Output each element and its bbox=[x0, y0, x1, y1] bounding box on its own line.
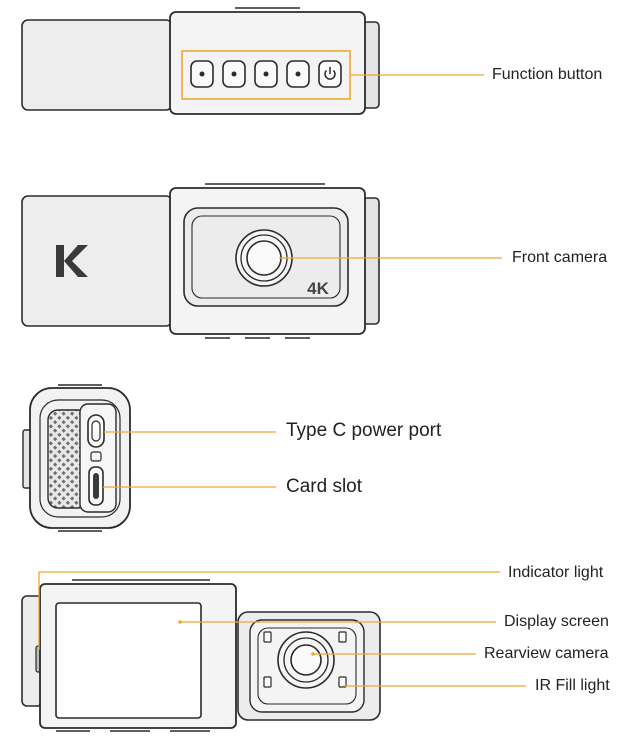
dot-icon bbox=[231, 71, 237, 77]
label-display-screen: Display screen bbox=[504, 613, 609, 630]
label-ir-fill-light: IR Fill light bbox=[535, 677, 610, 694]
dot-icon bbox=[199, 71, 205, 77]
label-front-camera: Front camera bbox=[512, 249, 608, 266]
ir-fill-light-1 bbox=[263, 631, 272, 643]
type-c-port bbox=[87, 414, 105, 448]
top-mount-body bbox=[21, 19, 173, 111]
rear-view bbox=[21, 571, 526, 732]
resolution-badge: 4K bbox=[307, 279, 329, 298]
label-type-c-port: Type C power port bbox=[286, 420, 442, 441]
power-icon bbox=[324, 67, 336, 80]
label-card-slot: Card slot bbox=[286, 476, 363, 497]
ir-fill-light-4 bbox=[338, 676, 347, 688]
callout-indicator-light bbox=[38, 571, 500, 650]
function-buttons bbox=[190, 60, 342, 88]
front-mount-body bbox=[21, 195, 173, 327]
label-indicator-light: Indicator light bbox=[508, 564, 604, 581]
k-logo-icon bbox=[56, 245, 88, 277]
top-view bbox=[21, 7, 484, 115]
ir-fill-light-3 bbox=[263, 676, 272, 688]
dot-icon bbox=[263, 71, 269, 77]
display-screen bbox=[55, 602, 202, 719]
label-rearview-camera: Rearview camera bbox=[484, 645, 609, 662]
dot-icon bbox=[295, 71, 301, 77]
front-view: 4K bbox=[21, 183, 502, 339]
ir-fill-light-2 bbox=[338, 631, 347, 643]
card-icon bbox=[90, 451, 102, 462]
side-view bbox=[22, 384, 276, 532]
label-function-button: Function button bbox=[492, 66, 603, 83]
